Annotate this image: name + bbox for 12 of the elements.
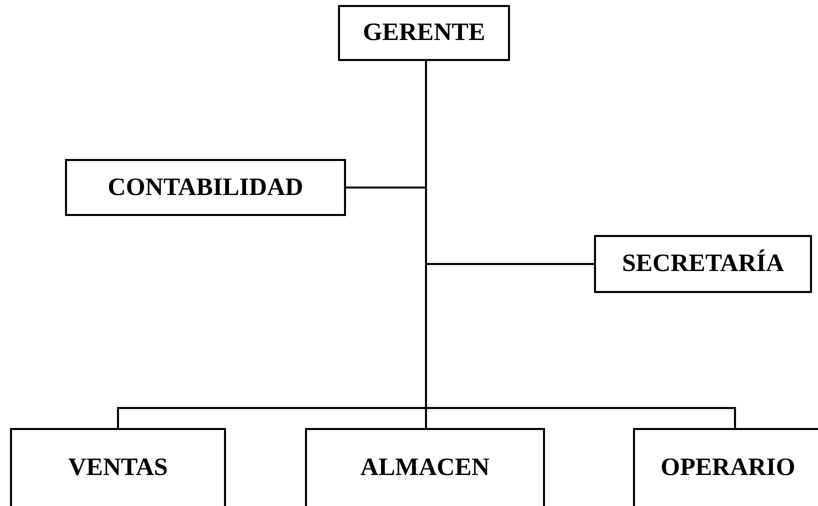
org-box — [10, 428, 226, 506]
box-label: OPERARIO — [660, 454, 796, 482]
org-box — [65, 159, 346, 216]
org-box — [633, 428, 818, 506]
box-label: ALMACEN — [360, 454, 490, 482]
box-label: GERENTE — [362, 19, 486, 47]
box-label: CONTABILIDAD — [108, 174, 304, 202]
org-box — [594, 235, 812, 293]
org-box — [338, 5, 510, 61]
box-label: SECRETARÍA — [622, 250, 784, 278]
box-label: VENTAS — [68, 454, 168, 482]
org-box — [305, 428, 545, 506]
